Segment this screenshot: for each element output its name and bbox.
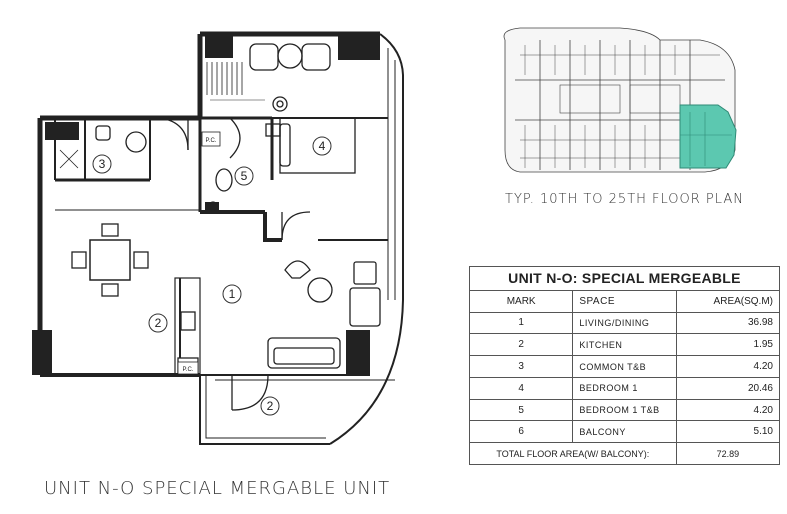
total-label: TOTAL FLOOR AREA(W/ BALCONY): bbox=[469, 442, 677, 465]
table-row: 4 BEDROOM 1 20.46 bbox=[468, 376, 781, 400]
table-row: 1 LIVING/DINING 36.98 bbox=[468, 311, 781, 335]
area-schedule-table: UNIT N-O: SPECIAL MERGEABLE MARK SPACE A… bbox=[468, 266, 781, 465]
row-space: LIVING/DINING bbox=[572, 311, 677, 335]
total-value: 72.89 bbox=[675, 442, 781, 465]
room-label-kitchen: 2 bbox=[155, 316, 162, 330]
row-mark: 4 bbox=[468, 376, 574, 400]
header-area: AREA(SQ.M) bbox=[675, 289, 781, 313]
row-space: BEDROOM 1 T&B bbox=[572, 398, 677, 422]
row-area: 1.95 bbox=[675, 333, 781, 357]
pipe-chase-tag-kitchen: P.C. bbox=[183, 367, 194, 373]
room-label-common-tb: 3 bbox=[99, 157, 106, 171]
room-markers bbox=[92, 136, 332, 416]
row-space: COMMON T&B bbox=[572, 355, 677, 378]
table-row: 2 KITCHEN 1.95 bbox=[468, 333, 781, 357]
room-label-bedroom: 4 bbox=[319, 139, 326, 153]
row-mark: 1 bbox=[468, 311, 574, 335]
room-label-bedroom-tb: 5 bbox=[241, 169, 248, 183]
row-mark: 3 bbox=[468, 355, 574, 378]
row-area: 4.20 bbox=[675, 355, 781, 378]
row-mark: 2 bbox=[468, 333, 574, 357]
row-area: 4.20 bbox=[675, 398, 781, 422]
table-row: 5 BEDROOM 1 T&B 4.20 bbox=[468, 398, 781, 422]
row-mark: 6 bbox=[468, 420, 574, 444]
row-area: 20.46 bbox=[675, 376, 781, 400]
table-row: 3 COMMON T&B 4.20 bbox=[468, 355, 781, 378]
unit-caption: UNIT N-O SPECIAL MERGABLE UNIT bbox=[44, 478, 391, 499]
table-title: UNIT N-O: SPECIAL MERGEABLE bbox=[469, 266, 780, 291]
row-space: BEDROOM 1 bbox=[572, 376, 677, 400]
table-row: 6 BALCONY 5.10 bbox=[468, 420, 781, 444]
row-area: 36.98 bbox=[675, 311, 781, 335]
row-mark: 5 bbox=[468, 398, 574, 422]
key-plan-caption: TYP. 10TH TO 25TH FLOOR PLAN bbox=[505, 192, 744, 207]
header-space: SPACE bbox=[572, 289, 677, 313]
key-plan bbox=[503, 27, 737, 173]
room-label-balcony: 2 bbox=[267, 399, 274, 413]
row-space: KITCHEN bbox=[572, 333, 677, 357]
header-mark: MARK bbox=[468, 289, 574, 313]
row-area: 5.10 bbox=[675, 420, 781, 444]
room-label-living-dining: 1 bbox=[229, 287, 236, 301]
pipe-chase-tag-bedroom: P.C. bbox=[206, 138, 217, 144]
row-space: BALCONY bbox=[572, 420, 677, 444]
total-row: TOTAL FLOOR AREA(W/ BALCONY): 72.89 bbox=[469, 442, 781, 465]
unit-floor-plan bbox=[32, 31, 404, 445]
